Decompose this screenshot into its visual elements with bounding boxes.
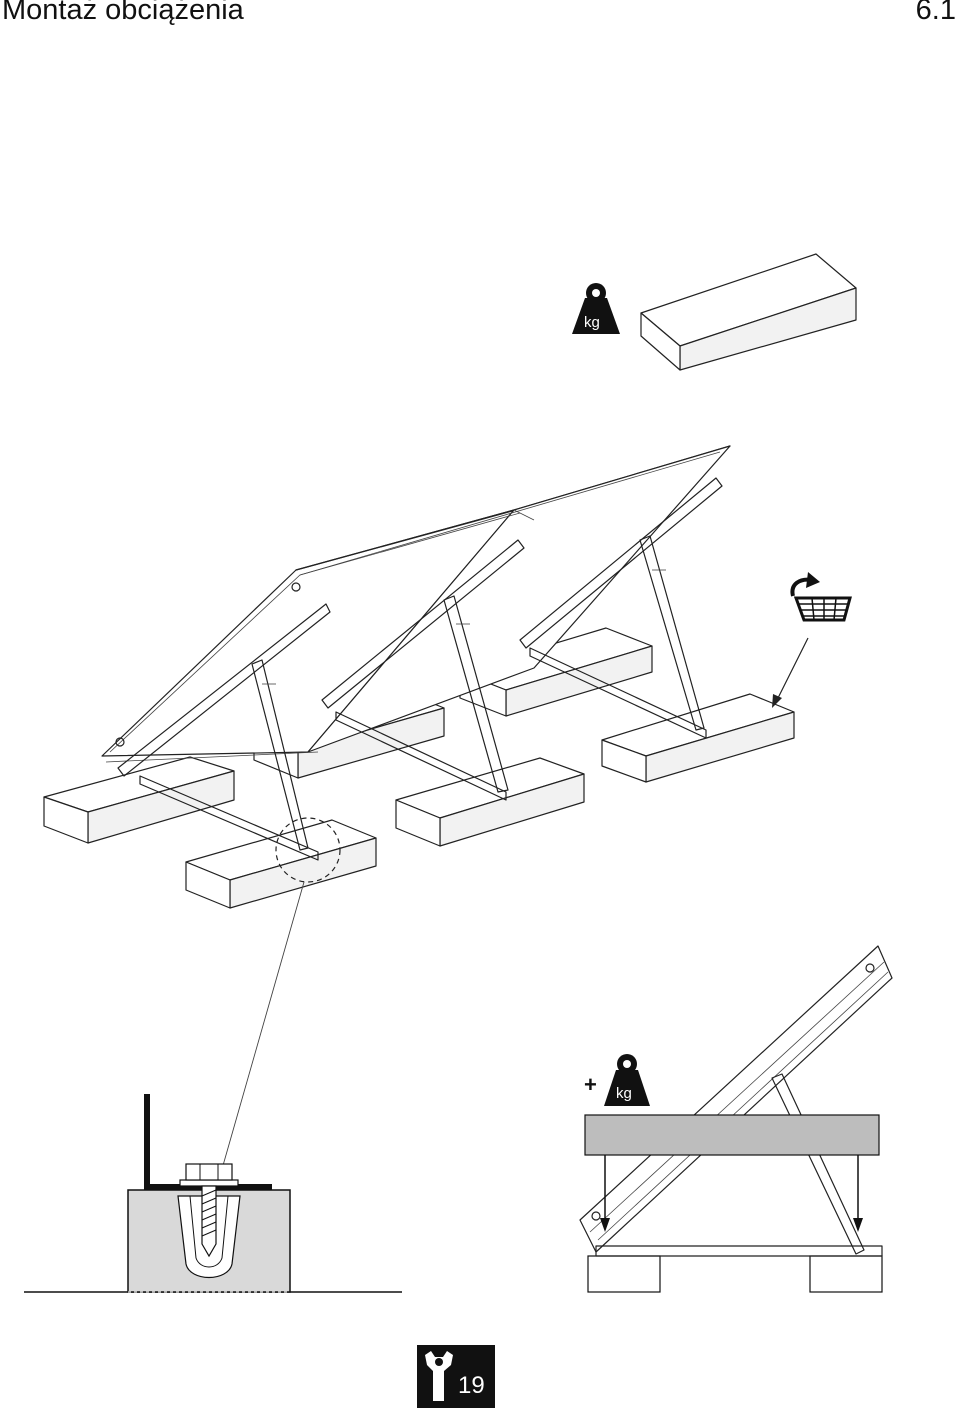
ballast-block-top (640, 253, 857, 371)
page-title: Montaż obciążenia (2, 0, 244, 26)
mounting-frame (101, 445, 731, 861)
plus-sign: + (584, 1072, 597, 1097)
side-view-detail: + kg (579, 945, 893, 1293)
weight-icon-top-label: kg (584, 314, 600, 331)
detail-callout-circle (275, 817, 341, 883)
bolt-section-detail (24, 1094, 402, 1293)
footer-badge (417, 1345, 495, 1408)
basket-rotate-icon (790, 572, 852, 622)
pointer-arrow (772, 637, 809, 708)
weight-icon-detail-label: kg (616, 1085, 632, 1102)
weight-icon-detail: kg (604, 1054, 650, 1106)
page-number: 19 (458, 1372, 485, 1399)
detail-leader-line (215, 881, 305, 1191)
weight-icon-top: kg (572, 283, 620, 334)
wrench-icon (425, 1351, 453, 1401)
section-number: 6.1 (915, 0, 956, 26)
